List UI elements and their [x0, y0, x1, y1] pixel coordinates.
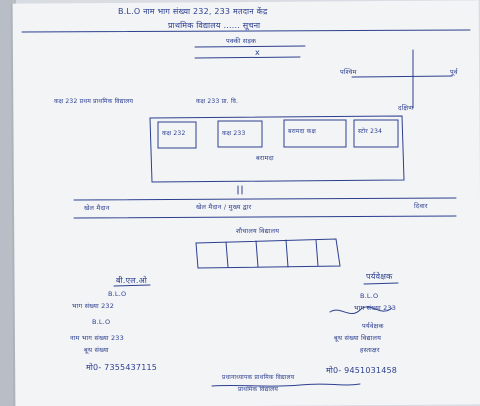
blo-left-title: बी.एल.ओ — [116, 276, 147, 285]
blo-left-name: B.L.O — [108, 290, 127, 298]
blo-right-title: पर्यवेक्षक — [366, 272, 393, 281]
blo-right-line6: हस्ताक्षर — [360, 346, 380, 354]
blo-right-line5: बूथ संख्या विद्यालय — [334, 334, 382, 342]
blo-left-part: भाग संख्या 232 — [72, 302, 115, 310]
room4-label: स्टोर 234 — [358, 128, 383, 135]
ground-center-label: खेल मैदान / मुख्य द्वार — [196, 203, 252, 211]
toilets-label: शौचालय विद्यालय — [236, 227, 280, 235]
blo-right-line4: पर्यवेक्षक — [362, 322, 384, 330]
header-line2: प्राथमिक विद्यालय ...... सूचना — [168, 21, 261, 30]
blo-left-mobile: मो0- 7355437115 — [86, 363, 158, 372]
stamp-line2: प्राथमिक विद्यालय — [238, 386, 279, 393]
building-left-note: कक्ष 232 प्रथम प्राथमिक विद्यालय — [54, 98, 134, 105]
building-top-note: कक्ष 233 प्रा. वि. — [196, 98, 239, 105]
blo-left-line6: बूथ संख्या — [84, 346, 109, 354]
corridor-label: बरामदा — [256, 154, 274, 162]
road-label: पक्की सड़क — [226, 37, 257, 45]
paper-edge — [0, 0, 16, 406]
blo-right-part: भाग संख्या 233 — [354, 304, 397, 312]
compass-south: दक्षिण — [398, 104, 414, 112]
room3-label: बरामदा कक्ष — [288, 128, 316, 135]
ground-right-label: दिवार — [414, 202, 428, 210]
road-mark: x — [255, 48, 260, 57]
blo-left-line4: B.L.O — [92, 318, 111, 326]
room2-label: कक्ष 233 — [222, 130, 246, 137]
blo-right-name: B.L.O — [360, 292, 379, 300]
ground-left-label: खेल मैदान — [84, 204, 110, 212]
blo-right-mobile: मो0- 9451031458 — [326, 366, 398, 375]
blo-left-line5: नाम भाग संख्या 233 — [70, 334, 124, 342]
header-line1: B.L.O नाम भाग संख्या 232, 233 मतदान केंद… — [118, 7, 268, 16]
stamp-line1: प्रधानाध्यापक प्राथमिक विद्यालय — [222, 374, 295, 381]
compass-west: पश्चिम — [340, 68, 357, 76]
room1-label: कक्ष 232 — [162, 130, 186, 137]
compass-east: पूर्व — [450, 68, 458, 76]
